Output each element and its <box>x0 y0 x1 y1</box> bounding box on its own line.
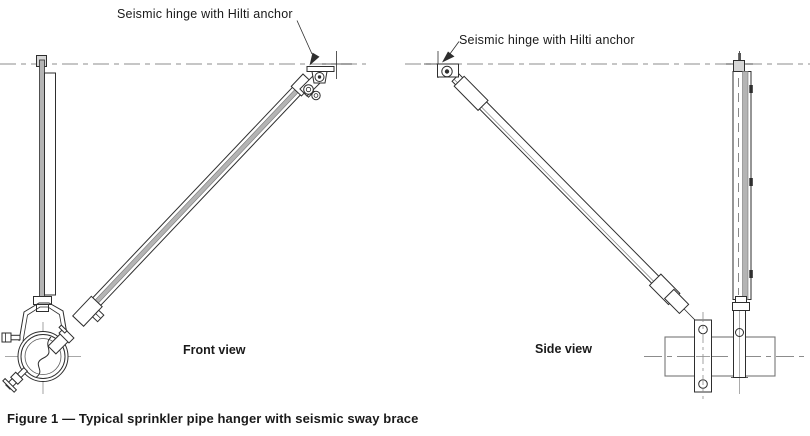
sway-brace-side <box>451 73 698 323</box>
brace-top-coupling-side <box>453 75 489 112</box>
hinge-nut-1 <box>303 84 314 95</box>
threaded-rod-front <box>39 59 45 299</box>
hanger-rod-front <box>33 55 56 312</box>
figure-caption: Figure 1 — Typical sprinkler pipe hanger… <box>7 411 419 426</box>
leader-arrow-side <box>442 41 460 63</box>
hanger-rod-side <box>731 53 753 394</box>
side-view-drawing <box>405 41 810 399</box>
seismic-hinge-side <box>437 63 459 78</box>
channel-clip-3 <box>749 270 753 278</box>
brace-tube-stripe <box>94 87 300 304</box>
pipe-bore-circle <box>24 338 62 375</box>
clamp-yoke-outer <box>18 302 69 342</box>
clamp-lower-bolt <box>2 366 29 393</box>
clamp-side-bolt <box>1 332 21 343</box>
pipe-side <box>644 336 806 377</box>
hinge-plate-front <box>306 66 335 72</box>
clamp-yoke-inner <box>22 306 65 342</box>
sway-brace-front <box>72 73 315 327</box>
rod-nut-lower <box>36 304 49 312</box>
leader-arrow-front <box>296 20 320 66</box>
ceiling-anchor-side <box>733 60 745 72</box>
seismic-hinge-front <box>299 66 335 101</box>
rod-channel-front <box>44 72 56 296</box>
channel-clip-2 <box>749 178 753 186</box>
brace-tube-side <box>451 73 673 297</box>
front-view-drawing <box>0 20 366 394</box>
front-annotation-label: Seismic hinge with Hilti anchor <box>117 7 293 21</box>
rod-stripe-side <box>742 71 749 300</box>
pipe-clamp-front <box>1 302 81 394</box>
pipe-break-symbol <box>36 336 52 378</box>
side-annotation-label: Seismic hinge with Hilti anchor <box>459 33 635 47</box>
pipe-inner-circle <box>20 334 66 379</box>
brace-trunnion <box>47 324 75 355</box>
channel-clip-1 <box>749 85 753 93</box>
hinge-nut-2 <box>311 90 321 101</box>
pipe-clamp-side <box>694 312 712 399</box>
front-view-label: Front view <box>183 343 246 357</box>
ceiling-cross-front <box>322 51 352 79</box>
rod-coupling-lower <box>732 302 750 311</box>
side-view-label: Side view <box>535 342 592 356</box>
rod-coupling-upper <box>735 296 747 303</box>
